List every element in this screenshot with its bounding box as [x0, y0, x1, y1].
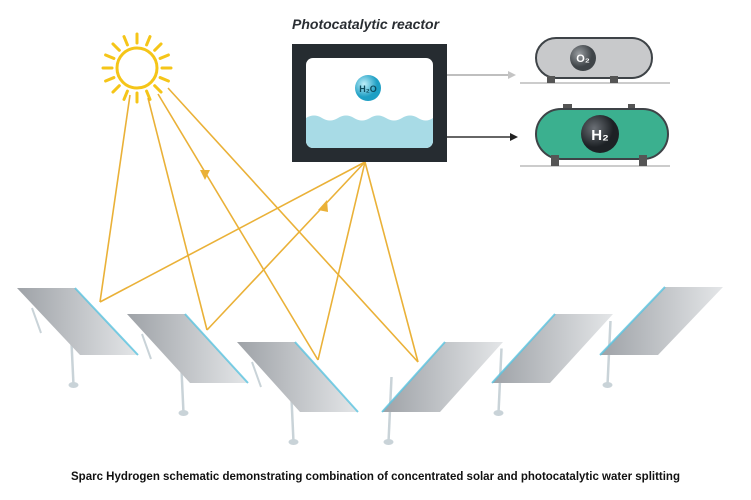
sun-ray	[104, 53, 116, 60]
figure-caption: Sparc Hydrogen schematic demonstrating c…	[71, 471, 680, 483]
solar-mirrors	[17, 286, 723, 445]
photocatalytic-reactor: H₂O	[292, 44, 447, 162]
sun-ray	[145, 35, 152, 47]
sun-ray	[111, 42, 121, 52]
hydrogen-tank: H₂	[520, 104, 670, 167]
solar-mirror	[599, 286, 723, 388]
sun-ray	[158, 53, 170, 60]
solar-mirror	[491, 313, 613, 416]
light-rays	[99, 87, 419, 363]
oxygen-tank: O₂	[520, 37, 670, 84]
sun-ray	[145, 89, 152, 101]
sun-ray	[104, 76, 116, 83]
flow-arrows	[447, 71, 518, 141]
sun-ray	[153, 84, 163, 94]
sun-ray	[122, 89, 129, 101]
sun-icon	[101, 32, 173, 104]
sun-ray	[122, 35, 129, 47]
oxygen-label: O₂	[576, 53, 590, 65]
solar-mirror	[17, 287, 139, 388]
solar-mirror	[381, 341, 503, 445]
sun-ray	[111, 84, 121, 94]
hydrogen-label: H₂	[591, 127, 609, 144]
solar-mirror	[237, 341, 359, 445]
sun-ray	[153, 42, 163, 52]
reactor-title: Photocatalytic reactor	[292, 16, 440, 32]
water-label: H₂O	[359, 84, 377, 94]
sun-ray	[158, 76, 170, 83]
water-molecule	[355, 75, 381, 101]
solar-mirror	[127, 313, 249, 416]
